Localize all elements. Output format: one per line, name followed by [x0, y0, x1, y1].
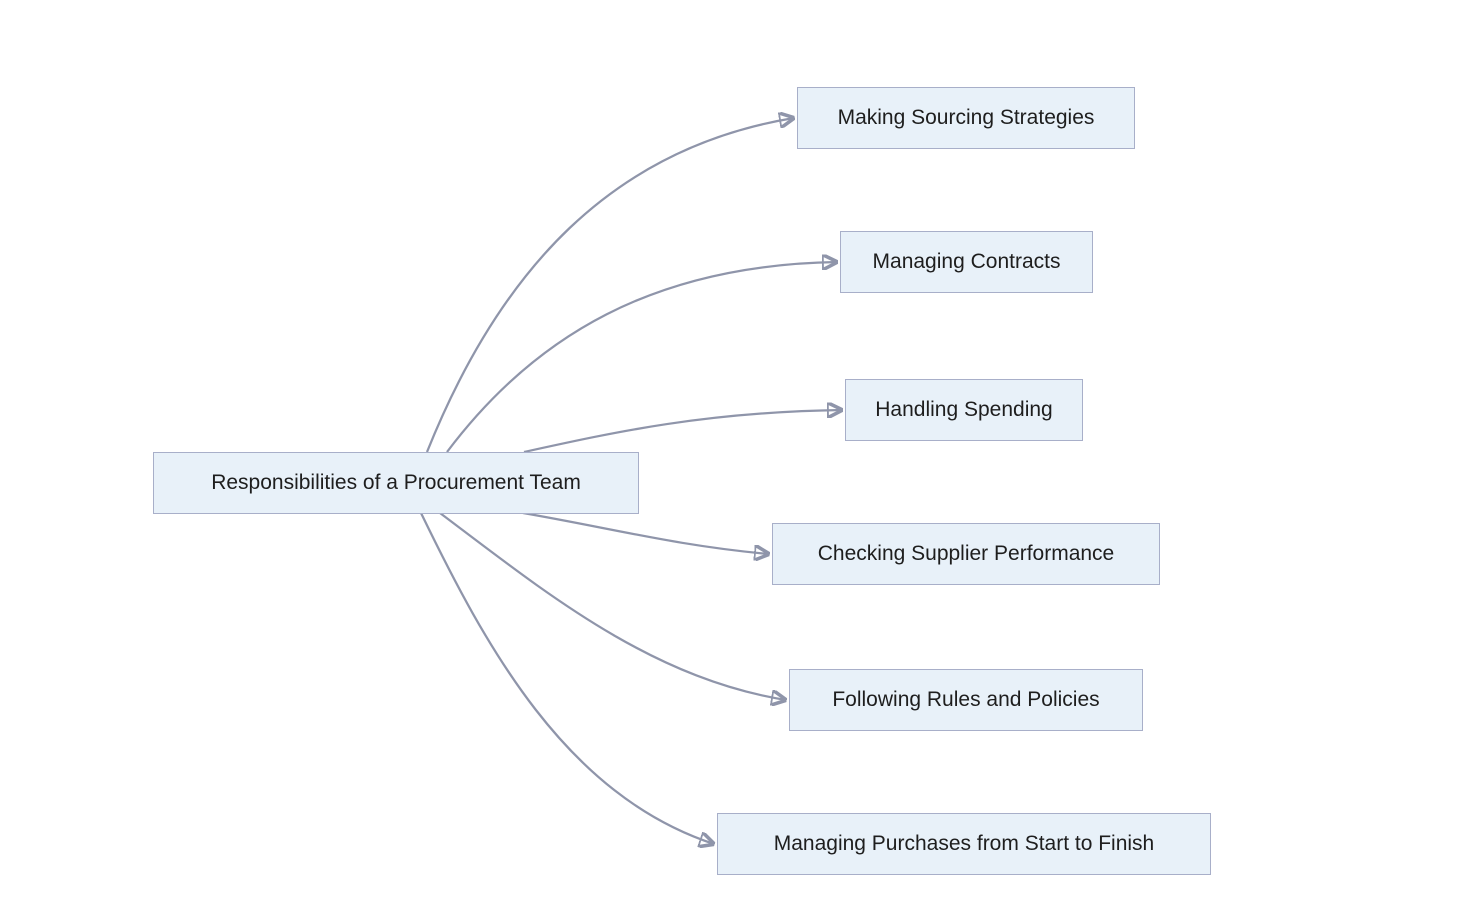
edge-root-to-managing-contracts: [446, 262, 837, 453]
edge-root-to-making-sourcing-strategies: [425, 118, 794, 453]
edge-root-to-managing-purchases: [419, 512, 714, 844]
node-checking-supplier-performance: Checking Supplier Performance: [772, 523, 1160, 585]
node-handling-spending: Handling Spending: [845, 379, 1083, 441]
node-managing-purchases-start-to-finish: Managing Purchases from Start to Finish: [717, 813, 1211, 875]
node-following-rules-and-policies: Following Rules and Policies: [789, 669, 1143, 731]
edge-root-to-following-rules-and-policies: [439, 512, 786, 700]
node-making-sourcing-strategies: Making Sourcing Strategies: [797, 87, 1135, 149]
edge-root-to-handling-spending: [523, 410, 842, 454]
node-managing-contracts: Managing Contracts: [840, 231, 1093, 293]
edge-root-to-checking-supplier-performance: [522, 511, 769, 554]
node-root-responsibilities: Responsibilities of a Procurement Team: [153, 452, 639, 514]
